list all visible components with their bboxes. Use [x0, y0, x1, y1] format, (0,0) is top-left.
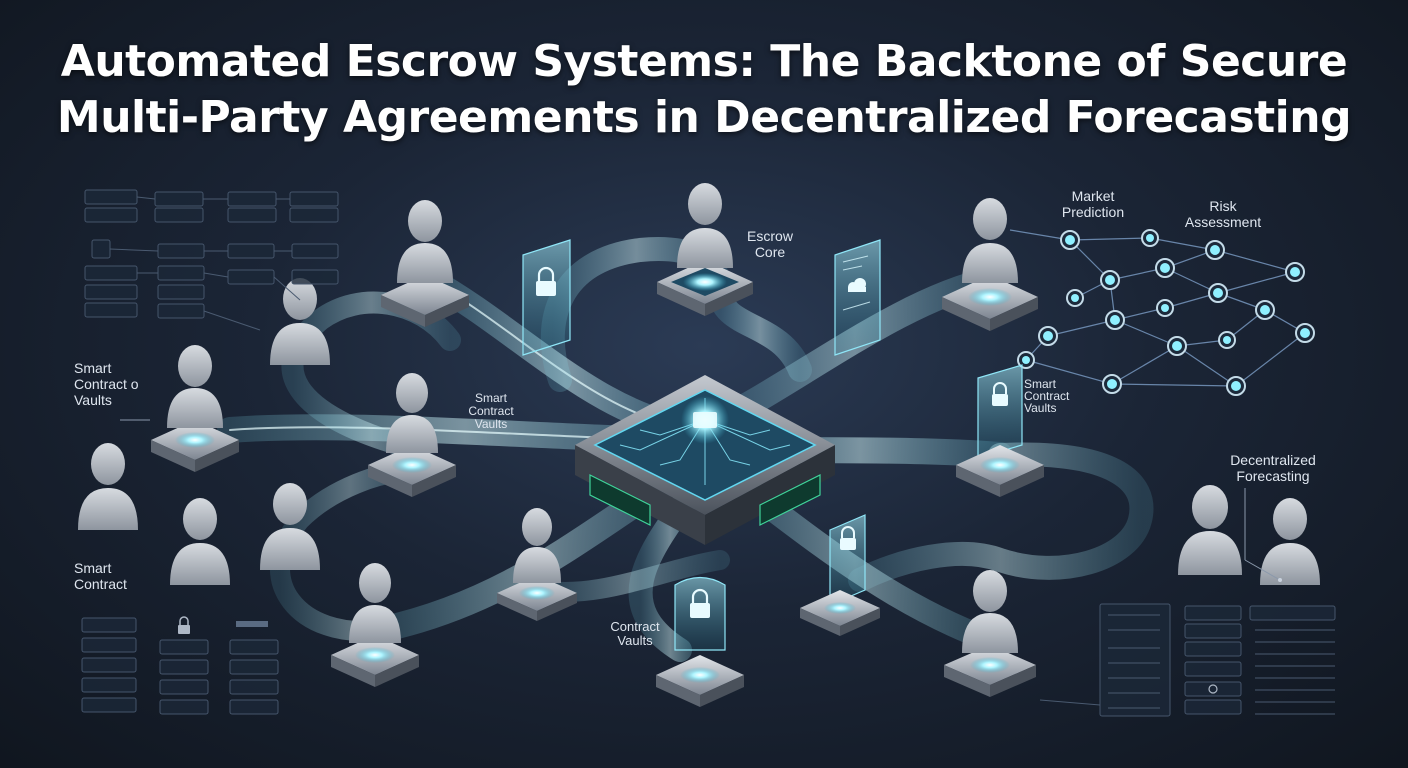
- graph-node: [1167, 336, 1187, 356]
- standalone-people: [78, 278, 1320, 585]
- person-icon: [386, 373, 438, 453]
- lock-icon: [840, 526, 856, 550]
- stream-top-loop: [540, 237, 812, 392]
- person-icon: [1178, 485, 1242, 575]
- graph-node: [1105, 310, 1125, 330]
- graph-node: [1155, 258, 1175, 278]
- label-leader-lines: [120, 419, 1282, 582]
- lock-icon: [536, 266, 556, 296]
- person-icon: [962, 570, 1018, 653]
- graph-node: [1066, 289, 1084, 307]
- graph-node: [1060, 230, 1080, 250]
- participant-node: [381, 200, 469, 327]
- label-decentralized-forecasting: Decentralized Forecasting: [1230, 452, 1316, 484]
- cloud-icon: [848, 278, 866, 292]
- label-smart-contract-vaults-left: Smart Contract o Vaults: [74, 360, 139, 408]
- person-icon: [260, 483, 320, 570]
- label-escrow-core: Escrow Core: [747, 228, 793, 260]
- lock-icon: [690, 588, 710, 618]
- spec-panel-top-left: [84, 189, 339, 331]
- person-icon: [397, 200, 453, 283]
- graph-node: [1295, 323, 1315, 343]
- participant-node: [956, 445, 1044, 497]
- graph-node: [1208, 283, 1228, 303]
- person-icon: [677, 183, 733, 268]
- participant-node: [656, 655, 744, 707]
- participant-nodes: [151, 183, 1044, 707]
- hub-green-trim-left: [589, 474, 651, 526]
- spec-panel-bottom-left: [81, 616, 279, 715]
- hub-chip: [693, 412, 717, 428]
- participant-node: [497, 508, 577, 621]
- participant-node: [800, 590, 880, 636]
- lock-panel-right: [977, 364, 1023, 459]
- label-contract-vaults: Contract Vaults: [610, 619, 660, 648]
- forecast-network-nodes: [1017, 229, 1315, 396]
- graph-node: [1285, 262, 1305, 282]
- person-icon: [170, 498, 230, 585]
- lock-panel-top-right: [834, 239, 881, 356]
- graph-node: [1141, 229, 1159, 247]
- person-icon: [962, 198, 1018, 283]
- graph-node: [1038, 326, 1058, 346]
- spec-panel-bottom-right: [1039, 603, 1336, 717]
- participant-node: [331, 563, 419, 687]
- label-risk-assessment: Risk Assessment: [1184, 198, 1262, 230]
- lock-panel-lower-right: [829, 514, 866, 606]
- lock-panel-top-left: [522, 239, 571, 356]
- graph-node: [1218, 331, 1236, 349]
- hub-green-trim-right: [759, 474, 821, 526]
- escrow-hub: [575, 375, 835, 545]
- graph-node: [1102, 374, 1122, 394]
- label-smart-contract-vaults-center: Smart Contract Vaults: [468, 391, 514, 431]
- participant-node: [944, 570, 1036, 697]
- person-icon: [513, 508, 561, 583]
- title-line-1: Automated Escrow Systems: The Backtone o…: [60, 36, 1348, 87]
- graph-node: [1156, 299, 1174, 317]
- graph-node: [1255, 300, 1275, 320]
- lock-icon: [992, 382, 1008, 406]
- label-market-prediction: Market Prediction: [1061, 188, 1125, 220]
- person-icon: [78, 443, 138, 530]
- person-icon: [349, 563, 401, 643]
- title-line-2: Multi-Party Agreements in Decentralized …: [56, 92, 1352, 143]
- participant-node: [657, 183, 753, 316]
- label-smart-contract: Smart Contract: [74, 560, 127, 592]
- person-icon: [270, 278, 330, 365]
- person-icon: [1260, 498, 1320, 585]
- graph-node: [1100, 270, 1120, 290]
- stream-right-loop: [848, 442, 1154, 592]
- graph-node: [1226, 376, 1246, 396]
- lock-icon: [178, 616, 190, 634]
- label-smart-contract-vaults-right: Smart Contract Vaults: [1024, 377, 1070, 415]
- page-title: Automated Escrow Systems: The Backtone o…: [0, 34, 1408, 146]
- graph-node: [1205, 240, 1225, 260]
- participant-node: [942, 198, 1038, 331]
- graph-node: [1017, 351, 1035, 369]
- participant-node: [368, 373, 456, 497]
- lock-panel-bottom: [674, 576, 726, 651]
- participant-node: [151, 345, 239, 472]
- person-icon: [167, 345, 223, 428]
